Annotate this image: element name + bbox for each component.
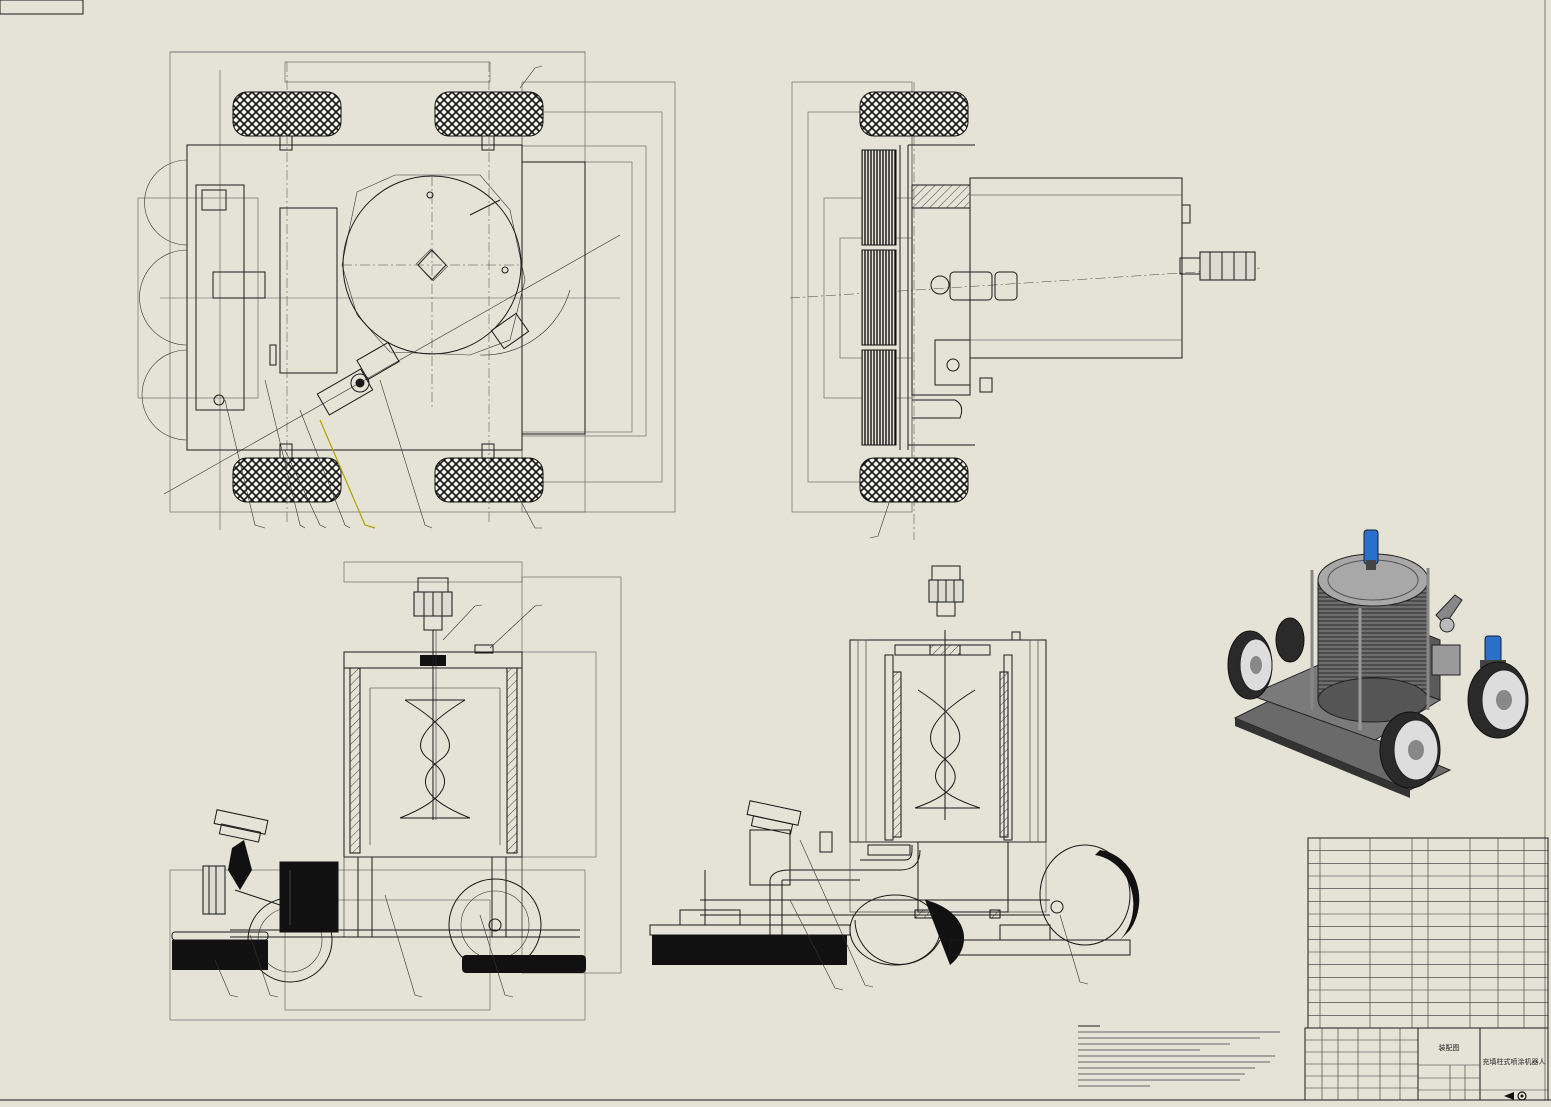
brush-section xyxy=(652,935,847,965)
drawing-title: 充填柱式喷涂机器人 xyxy=(1483,1057,1546,1066)
wheel-front-right xyxy=(434,91,544,151)
projection-symbol-icon xyxy=(1504,1091,1527,1101)
wheel-section-left xyxy=(849,894,941,966)
brush-front xyxy=(172,940,268,970)
wheel-section-right xyxy=(1039,844,1131,946)
spray-gun-top xyxy=(269,341,400,416)
section-view-leaders xyxy=(789,839,1089,991)
rear-plate xyxy=(521,161,586,435)
brush-section-3 xyxy=(861,349,897,446)
technical-notes xyxy=(1078,1025,1280,1087)
front-view-leaders xyxy=(214,604,543,998)
assembly-label: 装配图 xyxy=(1439,1043,1460,1052)
tank-section xyxy=(849,639,1047,843)
spray-nozzle-front xyxy=(202,809,281,915)
front-view xyxy=(169,561,622,1021)
agitator-motor-front xyxy=(413,577,453,631)
wheel-front-left xyxy=(232,91,342,151)
top-view-dimensions xyxy=(137,51,676,530)
agitator-motor-side xyxy=(1179,251,1256,281)
brush-motor-top xyxy=(212,271,266,299)
left-view xyxy=(789,81,1261,540)
agitator-motor-section xyxy=(928,565,964,617)
iso-wheel-3 xyxy=(1467,661,1529,739)
parts-list xyxy=(1307,837,1549,1029)
brush-section-2 xyxy=(861,249,897,346)
brush-section-1 xyxy=(861,149,897,246)
section-view xyxy=(649,565,1140,991)
iso-wheel-2 xyxy=(1379,711,1441,789)
iso-brush-motor xyxy=(1484,635,1502,663)
tank-side xyxy=(969,177,1183,359)
iso-wheel-4 xyxy=(1275,617,1305,663)
top-view-leaders xyxy=(224,65,543,529)
isometric-view xyxy=(1227,529,1529,798)
title-block: 装配图 充填柱式喷涂机器人 xyxy=(1304,1027,1549,1101)
camera-section xyxy=(746,800,802,835)
battery-front xyxy=(279,861,339,933)
iso-agitator-motor xyxy=(1363,529,1379,565)
top-view xyxy=(137,51,676,530)
battery-box xyxy=(279,207,338,374)
iso-wheel-1 xyxy=(1227,630,1273,700)
